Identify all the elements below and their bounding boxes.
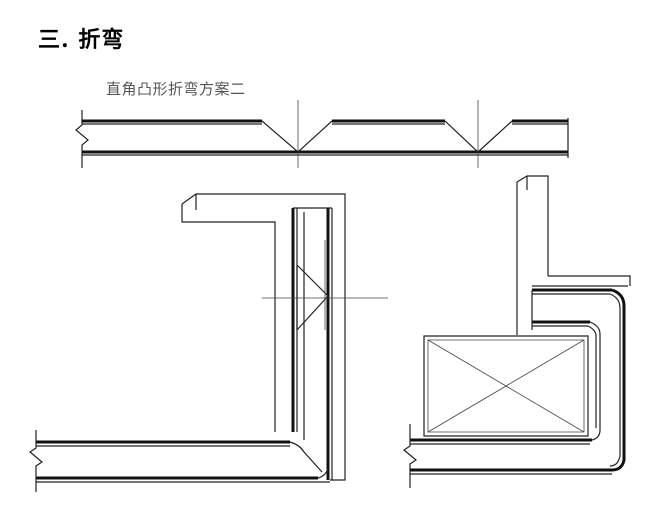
- right-bend-detail: [402, 175, 631, 488]
- left-bend-detail: [28, 193, 388, 492]
- v-notch-strip: [75, 100, 569, 168]
- figure-caption: 直角凸形折弯方案二: [106, 80, 246, 98]
- section-heading: 三. 折弯: [38, 27, 125, 53]
